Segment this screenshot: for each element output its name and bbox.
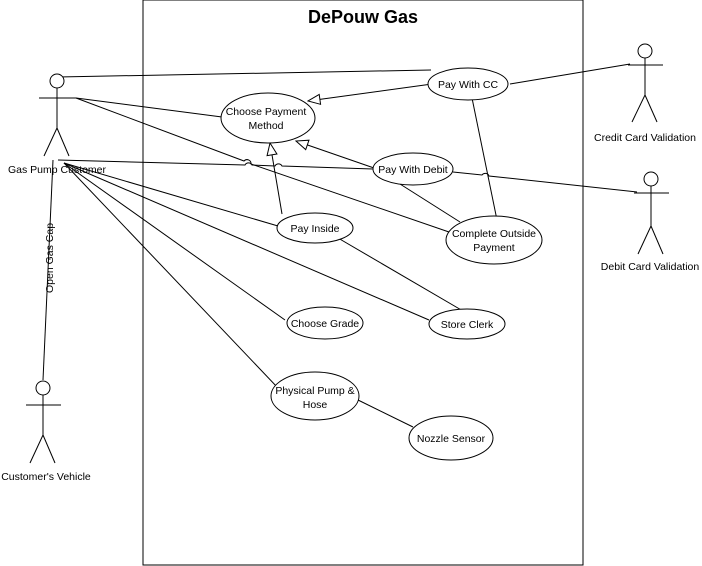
actor-label: Gas Pump Customer <box>8 164 107 176</box>
nozzle-sensor-label: Nozzle Sensor <box>417 433 486 445</box>
actor-gas-pump-customer[interactable]: Gas Pump Customer <box>8 73 107 176</box>
association-customer-paywithcc <box>57 69 432 78</box>
choose-payment-label-line1: Choose Payment <box>226 106 307 118</box>
use-case-complete-outside-payment[interactable]: Complete Outside Payment <box>445 215 543 265</box>
generalization-paywithcc <box>308 83 433 101</box>
association-customer-choosepayment <box>75 97 223 118</box>
association-paywithdebit-completeoutside <box>399 183 461 223</box>
store-clerk-label: Store Clerk <box>441 319 494 331</box>
stick-figure-icon <box>634 171 669 255</box>
physical-pump-label-line1: Physical Pump & <box>275 385 354 397</box>
use-case-pay-with-debit[interactable]: Pay With Debit <box>372 152 454 186</box>
choose-grade-label: Choose Grade <box>291 318 359 330</box>
actor-credit-card-validation[interactable]: Credit Card Validation <box>594 43 696 144</box>
stick-figure-icon <box>628 43 663 123</box>
actor-customers-vehicle[interactable]: Customer's Vehicle <box>1 380 91 483</box>
pay-inside-label: Pay Inside <box>290 223 339 235</box>
complete-outside-label-line2: Payment <box>473 242 515 254</box>
system-boundary <box>142 0 584 566</box>
association-customer-storeclerk <box>63 162 430 321</box>
pay-with-cc-label: Pay With CC <box>438 79 499 91</box>
open-gas-cap-label: Open Gas Cap <box>44 223 56 293</box>
association-open-gas-cap <box>42 159 54 381</box>
use-case-choose-grade[interactable]: Choose Grade <box>286 306 364 340</box>
generalization-payinside <box>270 143 283 215</box>
association-payinside-storeclerk <box>337 237 464 312</box>
actor-label: Customer's Vehicle <box>1 471 91 483</box>
association-customer-choosegrade <box>63 162 286 321</box>
actor-label: Credit Card Validation <box>594 132 696 144</box>
association-paywithcc-completeoutside <box>471 97 498 221</box>
choose-payment-label-line2: Method <box>248 120 283 132</box>
stick-figure-icon <box>26 380 61 464</box>
pay-with-debit-label: Pay With Debit <box>378 164 448 176</box>
use-case-pay-with-cc[interactable]: Pay With CC <box>427 67 509 101</box>
physical-pump-label-line2: Hose <box>303 399 328 411</box>
system-title: DePouw Gas <box>308 7 418 27</box>
association-cc-validation <box>509 63 631 85</box>
association-debit-validation <box>452 171 638 193</box>
complete-outside-label-line1: Complete Outside <box>452 228 536 240</box>
use-case-nozzle-sensor[interactable]: Nozzle Sensor <box>408 415 494 461</box>
association-customer-payinside <box>63 162 279 227</box>
association-customer-physicalpump <box>63 162 279 389</box>
use-case-store-clerk[interactable]: Store Clerk <box>428 308 506 340</box>
actor-debit-card-validation[interactable]: Debit Card Validation <box>601 171 700 273</box>
use-case-choose-payment-method[interactable]: Choose Payment Method <box>220 92 316 144</box>
use-case-physical-pump-hose[interactable]: Physical Pump & Hose <box>270 371 360 421</box>
association-pump-nozzle <box>355 398 414 428</box>
association-customer-paywithdebit <box>57 159 374 170</box>
use-case-pay-inside[interactable]: Pay Inside <box>276 212 354 244</box>
generalization-paywithdebit <box>296 141 375 169</box>
stick-figure-icon <box>39 73 76 157</box>
actor-label: Debit Card Validation <box>601 261 700 273</box>
